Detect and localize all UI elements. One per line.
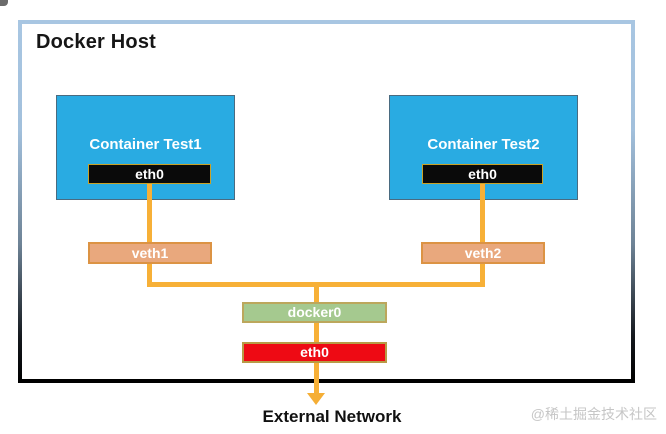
container-test1-box: Container Test1 bbox=[56, 95, 235, 200]
connector-line-test2 bbox=[480, 184, 485, 285]
docker0-bridge-box: docker0 bbox=[242, 302, 387, 323]
container-test2-label: Container Test2 bbox=[427, 136, 540, 153]
external-network-label: External Network bbox=[262, 407, 402, 426]
connector-line-center bbox=[314, 282, 319, 395]
container-test1-label: Container Test1 bbox=[89, 136, 202, 153]
host-eth0-box: eth0 bbox=[242, 342, 387, 363]
docker-host-title: Docker Host bbox=[36, 31, 157, 53]
veth1-box: veth1 bbox=[88, 242, 212, 264]
watermark: @稀土掘金技术社区 bbox=[530, 406, 657, 422]
container-test1-eth0-badge: eth0 bbox=[88, 164, 211, 184]
container-test2-eth0-badge: eth0 bbox=[422, 164, 543, 184]
arrow-down-icon bbox=[307, 393, 325, 405]
connector-line-test1 bbox=[147, 184, 152, 285]
docker-host-box bbox=[18, 20, 635, 383]
veth2-box: veth2 bbox=[421, 242, 545, 264]
screen-edge-artifact bbox=[0, 0, 8, 6]
